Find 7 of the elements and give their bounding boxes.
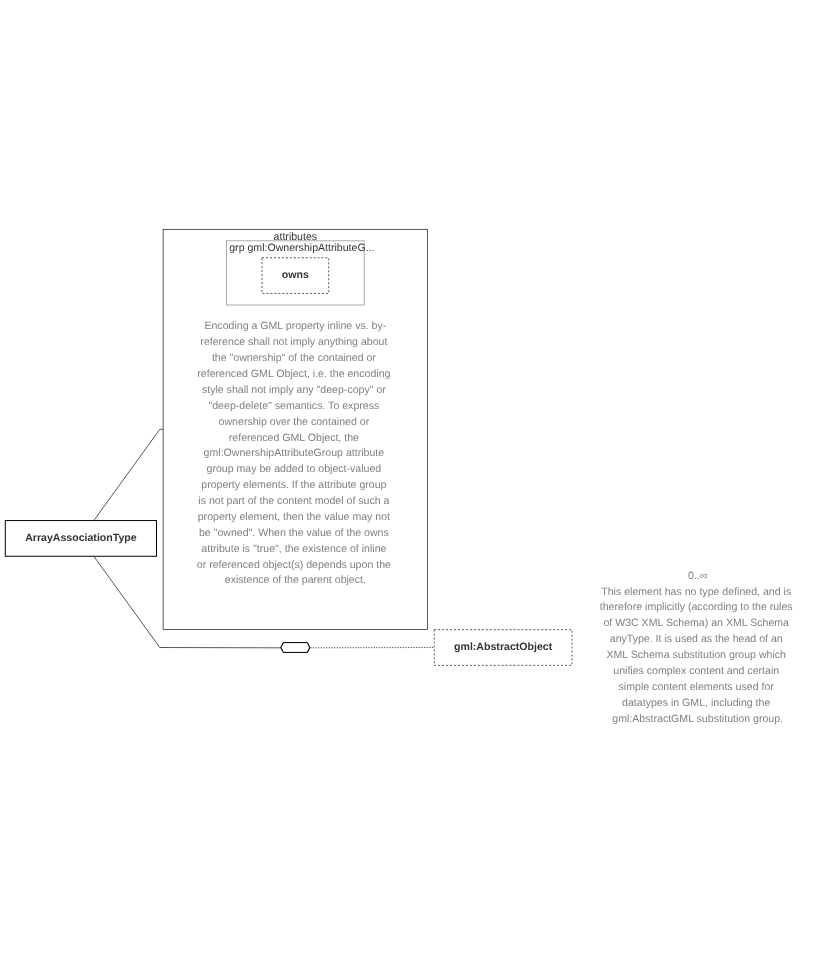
connector bbox=[93, 555, 282, 649]
node-box bbox=[433, 629, 573, 666]
cluster bbox=[162, 228, 428, 630]
node-box bbox=[261, 257, 330, 294]
connector bbox=[309, 647, 435, 649]
node-box bbox=[4, 520, 157, 557]
connector bbox=[93, 428, 164, 521]
